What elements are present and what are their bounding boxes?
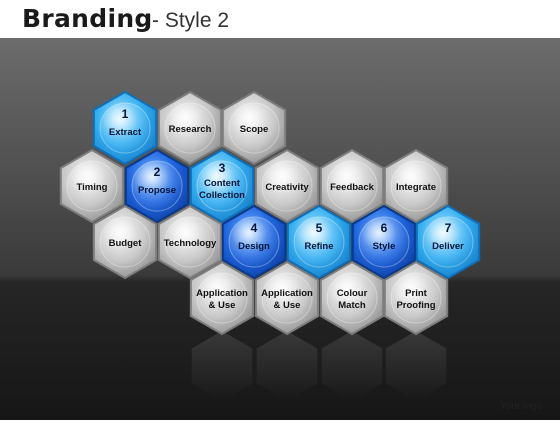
- bubble-highlight: [261, 160, 313, 212]
- hex-label: & Use: [274, 300, 301, 311]
- hex-label: Integrate: [396, 182, 436, 193]
- hex-label: Proofing: [396, 300, 435, 311]
- hex-label: Print: [405, 288, 427, 299]
- bubble-highlight: [66, 160, 118, 212]
- logo-placeholder: Your logo: [500, 401, 542, 412]
- bubble-highlight: [196, 272, 248, 324]
- hex-label: & Use: [209, 300, 236, 311]
- hex-number: 4: [251, 221, 258, 235]
- hex-feedback: Feedback: [319, 148, 385, 224]
- hex-label: Feedback: [330, 182, 375, 193]
- hex-number: 6: [381, 221, 388, 235]
- hex-label: Application: [196, 288, 248, 299]
- hex-label: Timing: [77, 182, 108, 193]
- bubble-highlight: [228, 102, 280, 154]
- hex-label: Design: [238, 241, 270, 252]
- bubble-highlight: [358, 216, 410, 268]
- reflection-layer: [191, 331, 447, 401]
- hex-number: 5: [316, 221, 323, 235]
- hex-label: Budget: [109, 238, 143, 249]
- bubble-highlight: [164, 102, 216, 154]
- hex-reflection: [321, 331, 383, 401]
- hex-budget: Budget: [92, 204, 158, 280]
- hex-label: Refine: [304, 241, 333, 252]
- bubble-highlight: [293, 216, 345, 268]
- hex-label: Propose: [138, 185, 176, 196]
- slide-subtitle: - Style 2: [152, 9, 230, 32]
- slide-title: Branding: [22, 4, 153, 33]
- hex-reflection: [256, 331, 318, 401]
- hex-label: Match: [338, 300, 366, 311]
- bubble-highlight: [99, 102, 151, 154]
- hex-creativity: Creativity: [254, 148, 320, 224]
- hex-label: Extract: [109, 127, 142, 138]
- hex-label: Scope: [240, 124, 269, 135]
- hex-label: Research: [169, 124, 212, 135]
- hex-research: Research: [157, 90, 223, 166]
- hex-label: Content: [204, 178, 241, 189]
- hex-reflection: [191, 331, 253, 401]
- hex-label: Creativity: [265, 182, 309, 193]
- hex-label: Application: [261, 288, 313, 299]
- hex-timing: Timing: [59, 148, 125, 224]
- bubble-highlight: [390, 272, 442, 324]
- bubble-highlight: [99, 216, 151, 268]
- bubble-highlight: [326, 160, 378, 212]
- hex-scope: Scope: [221, 90, 287, 166]
- hex-label: Style: [373, 241, 396, 252]
- hex-label: Collection: [199, 190, 245, 201]
- hex-number: 1: [122, 107, 129, 121]
- hex-label: Deliver: [432, 241, 464, 252]
- hex-number: 7: [445, 221, 452, 235]
- hex-reflection: [385, 331, 447, 401]
- hex-application-use-1: Application& Use: [189, 260, 255, 336]
- bubble-highlight: [228, 216, 280, 268]
- hex-number: 3: [219, 161, 226, 175]
- hex-application-use-2: Application& Use: [254, 260, 320, 336]
- title-bar: Branding - Style 2: [0, 0, 560, 44]
- hex-number: 2: [154, 165, 161, 179]
- hex-label: Colour: [337, 288, 368, 299]
- bubble-highlight: [326, 272, 378, 324]
- hex-integrate: Integrate: [383, 148, 449, 224]
- bubble-highlight: [390, 160, 442, 212]
- bubble-highlight: [164, 216, 216, 268]
- hex-label: Technology: [164, 238, 217, 249]
- bubble-highlight: [422, 216, 474, 268]
- hex-technology: Technology: [157, 204, 223, 280]
- bubble-highlight: [131, 160, 183, 212]
- bubble-highlight: [261, 272, 313, 324]
- bubble-highlight: [196, 160, 248, 212]
